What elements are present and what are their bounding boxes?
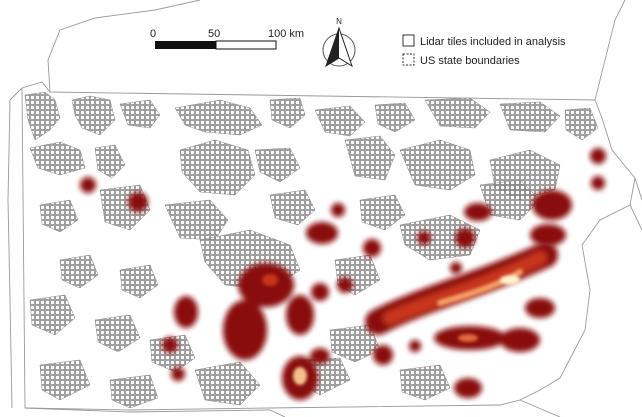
lidar-tile-cluster [109, 374, 159, 409]
hotspot-peak [500, 275, 520, 285]
hotspot [454, 378, 482, 398]
lidar-tile-cluster [59, 254, 99, 289]
hotspot [530, 224, 566, 246]
lidar-tile-cluster [39, 199, 79, 233]
hotspot [450, 262, 462, 274]
hotspot [532, 190, 572, 220]
hotspot-peak [458, 334, 478, 342]
lidar-tile-cluster [194, 361, 261, 406]
hotspot [128, 192, 148, 212]
hotspot [310, 348, 330, 364]
lidar-tile-cluster [71, 95, 116, 136]
hotspot [417, 231, 431, 245]
hotspot [409, 340, 421, 352]
lidar-tiles-layer [24, 91, 599, 409]
lidar-tile-cluster [24, 91, 61, 141]
hotspot [363, 239, 381, 257]
lidar-tile-cluster [399, 214, 481, 261]
hotspot [464, 203, 492, 221]
lidar-tile-cluster [269, 189, 316, 226]
scale-label-50: 50 [208, 28, 220, 40]
scale-label-100: 100 km [268, 28, 304, 40]
hotspot [373, 345, 393, 365]
hotspot-peak [262, 274, 278, 286]
hotspot [306, 222, 338, 244]
lidar-tile-cluster [399, 364, 451, 401]
hotspot [171, 367, 185, 381]
legend: Lidar tiles included in analysis US stat… [402, 34, 566, 67]
lidar-tile-cluster [179, 139, 256, 196]
scale-label-0: 0 [150, 28, 156, 40]
lidar-tile-cluster [424, 97, 491, 129]
hotspot [162, 337, 178, 353]
boundary-ny-north [47, 0, 201, 93]
lidar-tile-cluster [119, 99, 161, 129]
lidar-tile-cluster [174, 99, 263, 136]
hotspot-peak [293, 367, 307, 385]
boundary-pennsylvania [21, 81, 636, 411]
scale-bar-segment-black [155, 41, 216, 49]
square-dashed-outline-icon [402, 53, 415, 66]
scale-bar: 0 50 100 km [150, 28, 304, 50]
lidar-tile-cluster [399, 139, 476, 191]
north-arrow-label: N [336, 17, 342, 26]
north-arrow-icon: N [322, 17, 356, 68]
lidar-tile-cluster [269, 97, 306, 129]
lidar-tile-cluster [94, 314, 141, 353]
lidar-tile-cluster [499, 101, 561, 133]
scale-bar-segment-white [215, 40, 277, 50]
hotspot [590, 148, 606, 164]
hotspot [174, 296, 198, 328]
hotspot [223, 300, 267, 360]
hotspot [80, 177, 96, 193]
hotspot [500, 328, 540, 352]
hotspot [331, 203, 345, 217]
hotspot [525, 298, 555, 318]
hotspot [286, 295, 314, 335]
lidar-tile-cluster [119, 264, 159, 299]
lidar-tile-cluster [94, 144, 126, 179]
hotspot [311, 283, 329, 301]
lidar-tile-cluster [164, 199, 229, 241]
hotspot-ridge-core [383, 251, 547, 325]
legend-label-boundaries: US state boundaries [420, 55, 520, 67]
lidar-tile-cluster [254, 147, 301, 183]
lidar-tile-cluster [39, 359, 91, 401]
lidar-tile-cluster [359, 194, 406, 231]
lidar-tile-cluster [564, 107, 599, 141]
lidar-tile-cluster [329, 324, 381, 363]
boundary-ny-east [594, 0, 626, 101]
lidar-tile-cluster [374, 102, 416, 133]
hotspot [591, 176, 605, 190]
state-boundaries [7, 0, 642, 417]
hotspot [337, 277, 353, 293]
hotspot [455, 228, 475, 248]
lidar-tile-cluster [29, 141, 86, 176]
hotspot-layer [80, 148, 606, 400]
lidar-tile-cluster [314, 105, 366, 137]
lidar-tile-cluster [344, 135, 396, 181]
lidar-tile-cluster [149, 334, 196, 373]
boundary-nj [629, 177, 642, 231]
square-solid-outline-icon [402, 34, 415, 47]
boundary-ohio [7, 87, 23, 409]
lidar-tile-cluster [29, 294, 76, 336]
legend-label-lidar: Lidar tiles included in analysis [420, 36, 566, 48]
boundary-south [24, 399, 561, 417]
